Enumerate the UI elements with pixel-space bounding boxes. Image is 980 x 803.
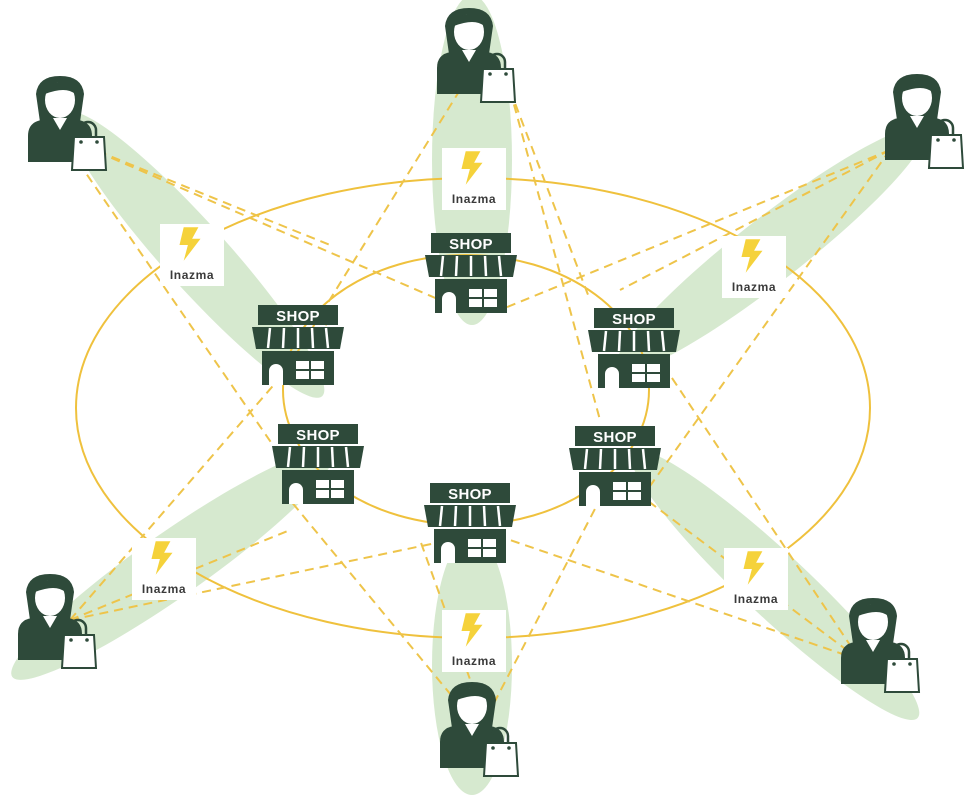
woman-shopper-icon bbox=[839, 596, 921, 694]
inazma-badge-3: Inazma bbox=[722, 236, 786, 298]
dashed-link-14 bbox=[479, 479, 611, 731]
customer-3 bbox=[883, 72, 965, 170]
dashed-link-13 bbox=[289, 499, 481, 731]
dashed-link-12 bbox=[69, 539, 451, 621]
inazma-badge-6: Inazma bbox=[442, 610, 506, 672]
inazma-badge-4: Inazma bbox=[132, 538, 196, 600]
dashed-link-17 bbox=[659, 359, 861, 661]
shop-sign-label: SHOP bbox=[449, 236, 493, 253]
inazma-label: Inazma bbox=[734, 592, 778, 606]
inazma-label: Inazma bbox=[732, 280, 776, 294]
dashed-link-9 bbox=[499, 149, 891, 311]
customer-5 bbox=[839, 596, 921, 694]
dashed-link-4 bbox=[279, 89, 461, 381]
shop-sign-label: SHOP bbox=[276, 308, 320, 325]
dashed-link-5 bbox=[509, 89, 601, 421]
customer-1 bbox=[435, 6, 517, 104]
shop-sign-label: SHOP bbox=[612, 311, 656, 328]
shop-sign-label: SHOP bbox=[296, 427, 340, 444]
woman-shopper-icon bbox=[435, 6, 517, 104]
dashed-link-6 bbox=[509, 89, 591, 301]
dashed-link-8 bbox=[639, 149, 891, 501]
shop-5: SHOP bbox=[567, 424, 663, 508]
shop-6: SHOP bbox=[422, 481, 518, 565]
shop-1: SHOP bbox=[423, 231, 519, 315]
dashed-link-11 bbox=[69, 529, 291, 621]
dashed-link-7 bbox=[619, 149, 891, 291]
inazma-label: Inazma bbox=[452, 192, 496, 206]
woman-shopper-icon bbox=[883, 72, 965, 170]
shop-2: SHOP bbox=[250, 303, 346, 387]
shop-3: SHOP bbox=[586, 306, 682, 390]
shop-sign-label: SHOP bbox=[448, 486, 492, 503]
dashed-link-3 bbox=[69, 139, 441, 301]
inazma-label: Inazma bbox=[452, 654, 496, 668]
shop-sign-label: SHOP bbox=[593, 429, 637, 446]
shop-4: SHOP bbox=[270, 422, 366, 506]
dashed-link-2 bbox=[69, 149, 291, 471]
dashed-link-1 bbox=[69, 139, 331, 246]
inazma-badge-1: Inazma bbox=[442, 148, 506, 210]
inazma-badge-5: Inazma bbox=[724, 548, 788, 610]
dashed-link-18 bbox=[509, 539, 861, 661]
inazma-label: Inazma bbox=[142, 582, 186, 596]
inazma-label: Inazma bbox=[170, 268, 214, 282]
inazma-badge-2: Inazma bbox=[160, 224, 224, 286]
